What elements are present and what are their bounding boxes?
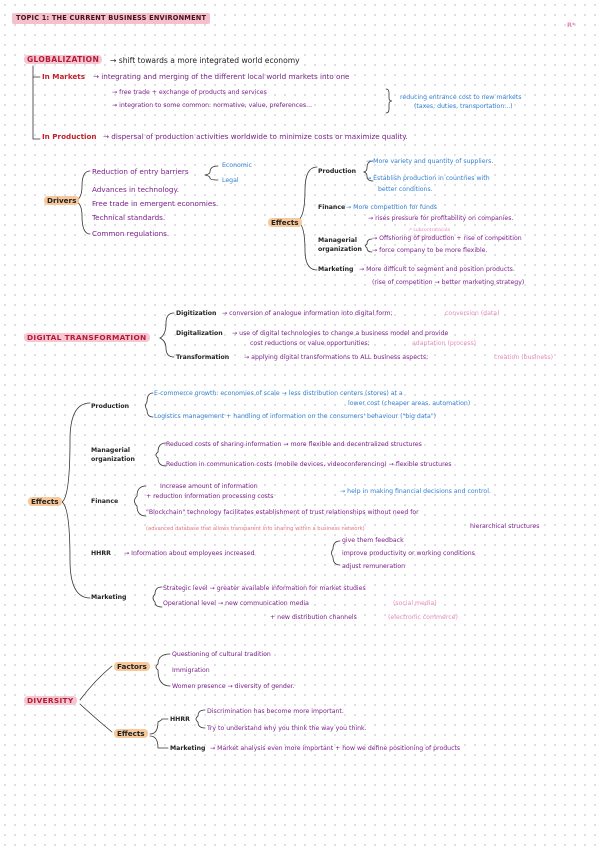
- digital-marketing-label: Marketing: [91, 594, 127, 601]
- barrier-legal: Legal: [222, 177, 239, 184]
- globalization-title: GLOBALIZATION: [24, 55, 103, 64]
- digital-hhrr-1: give them feedback: [342, 537, 404, 544]
- digital-finance-3: → help in making financial decisions and…: [340, 488, 491, 495]
- digitization-label: Digitization: [176, 310, 217, 317]
- transformation-label: Transformation: [176, 354, 230, 361]
- digital-marketing-3: + new distribution channels: [270, 614, 357, 621]
- diversity-marketing-label: Marketing: [170, 745, 206, 752]
- drivers-label: Drivers: [44, 196, 80, 205]
- glob-production-2: → Establish production in countries with: [366, 175, 490, 182]
- diversity-hhrr-1: Discrimination has become more important…: [207, 708, 344, 715]
- digital-hhrr-2: improve productivity or working conditio…: [342, 550, 475, 557]
- glob-managerial-1: → Offshoring of production + rise of com…: [372, 235, 522, 242]
- driver-item-5: Common regulations.: [92, 229, 170, 238]
- diversity-factors-label: Factors: [114, 662, 150, 671]
- topic-tag: TOPIC 1: THE CURRENT BUSINESS ENVIRONMEN…: [12, 13, 211, 24]
- glob-marketing-1: → More difficult to segment and position…: [359, 266, 515, 273]
- driver-item-1: Reduction of entry barriers: [92, 167, 189, 176]
- digital-production-label: Production: [91, 403, 130, 410]
- globalization-definition: → shift towards a more integrated world …: [110, 56, 300, 65]
- brace-note-2: (taxes, duties, transportation...): [414, 103, 513, 110]
- glob-production-3: better conditions.: [378, 186, 433, 193]
- diversity-title: DIVERSITY: [24, 696, 77, 705]
- glob-marketing-2: (rise of competition → better marketing …: [372, 279, 525, 286]
- glob-marketing-label: Marketing: [318, 266, 354, 273]
- digital-marketing-2-note: (social media): [393, 600, 437, 607]
- digital-hhrr-text: → Information about employees increased: [124, 550, 255, 557]
- brace-note-1: reducing entrance cost to new markets: [400, 94, 522, 101]
- digital-finance-label: Finance: [91, 498, 119, 505]
- transformation-note: creation (business): [494, 354, 554, 361]
- digital-finance-1: Increase amount of information: [160, 483, 258, 490]
- digital-finance-2: + reduction information processing costs: [146, 493, 274, 500]
- digitization-text: → conversion of analogue information int…: [222, 310, 393, 317]
- in-production-label: In Production: [42, 132, 97, 141]
- digital-title: DIGITAL TRANSFORMATION: [24, 333, 150, 342]
- digital-marketing-1: Strategic level → greater available info…: [163, 585, 366, 592]
- glob-managerial-label-1: Managerial: [318, 237, 358, 244]
- digital-managerial-label-2: organization: [91, 456, 135, 463]
- subcontratacion-note: ↗ subcontratación: [408, 228, 451, 233]
- diversity-hhrr-label: HHRR: [170, 716, 190, 723]
- digitalization-note: adaptation (process): [412, 340, 477, 347]
- diversity-factor-1: Questioning of cultural tradition: [172, 651, 271, 658]
- in-production-text: → dispersal of production activities wor…: [103, 132, 408, 141]
- digitalization-label: Digitalization: [176, 330, 223, 337]
- in-markets-sub1: → free trade + exchange of products and …: [112, 89, 267, 96]
- transformation-text: → applying digital transformations to AL…: [244, 354, 429, 361]
- in-markets-text: → integrating and merging of the differe…: [93, 72, 350, 81]
- digital-managerial-2: Reduction in communication costs (mobile…: [166, 461, 452, 468]
- digitalization-text2: cost reductions or value opportunities;: [250, 340, 370, 347]
- glob-managerial-label-2: organization: [318, 246, 362, 253]
- glob-managerial-2: → force company to be more flexible.: [372, 247, 488, 254]
- diversity-marketing-text: → Market analysis even more important + …: [210, 745, 461, 752]
- glob-finance-1: → More competition for funds: [346, 204, 438, 211]
- corner-mark: R*: [567, 21, 576, 29]
- diversity-hhrr-2: Try to understand why you think the way …: [207, 725, 367, 732]
- driver-item-2: Advances in technology.: [92, 185, 179, 194]
- digital-production-2: lower cost (cheaper areas, automation): [348, 400, 471, 407]
- digital-effects-label: Effects: [28, 497, 62, 506]
- digitalization-text: → use of digital technologies to change …: [232, 330, 449, 337]
- in-markets-sub2: → integration to some common: normative,…: [112, 102, 313, 109]
- digital-hhrr-label: HHRR: [91, 550, 111, 557]
- digital-finance-4: "Blockchain" technology facilitates esta…: [146, 509, 419, 516]
- digital-marketing-2: Operational level → new communication me…: [163, 600, 309, 607]
- glob-effects-label: Effects: [268, 218, 302, 227]
- glob-finance-label: Finance: [318, 204, 346, 211]
- digital-managerial-1: Reduced costs of sharing information → m…: [166, 441, 422, 448]
- in-markets-label: In Markets: [42, 72, 86, 81]
- digital-production-3: Logistics management + handling of infor…: [154, 413, 437, 420]
- driver-item-4: Technical standards.: [92, 213, 166, 222]
- digital-finance-5: (advanced database that allows transpare…: [146, 526, 365, 532]
- digitization-note: conversion (data): [445, 310, 500, 317]
- digital-hhrr-3: adjust remuneration: [342, 563, 406, 570]
- diversity-factor-2: Immigration: [172, 667, 210, 674]
- diversity-factor-3: Women presence → diversity of gender.: [172, 683, 295, 690]
- glob-finance-2: → rises pressure for profitability on co…: [368, 215, 514, 222]
- glob-production-1: → More variety and quantity of suppliers…: [366, 158, 494, 165]
- glob-production-label: Production: [318, 168, 357, 175]
- digital-marketing-3-note: (electronic commerce): [388, 614, 458, 621]
- digital-managerial-label-1: Managerial: [91, 447, 131, 454]
- diversity-effects-label: Effects: [114, 729, 148, 738]
- digital-production-1: E-commerce growth: economies of scale → …: [154, 390, 403, 397]
- driver-item-3: Free trade in emergent economies.: [92, 199, 219, 208]
- digital-finance-6: hierarchical structures: [470, 523, 540, 530]
- barrier-economic: Economic: [222, 162, 252, 169]
